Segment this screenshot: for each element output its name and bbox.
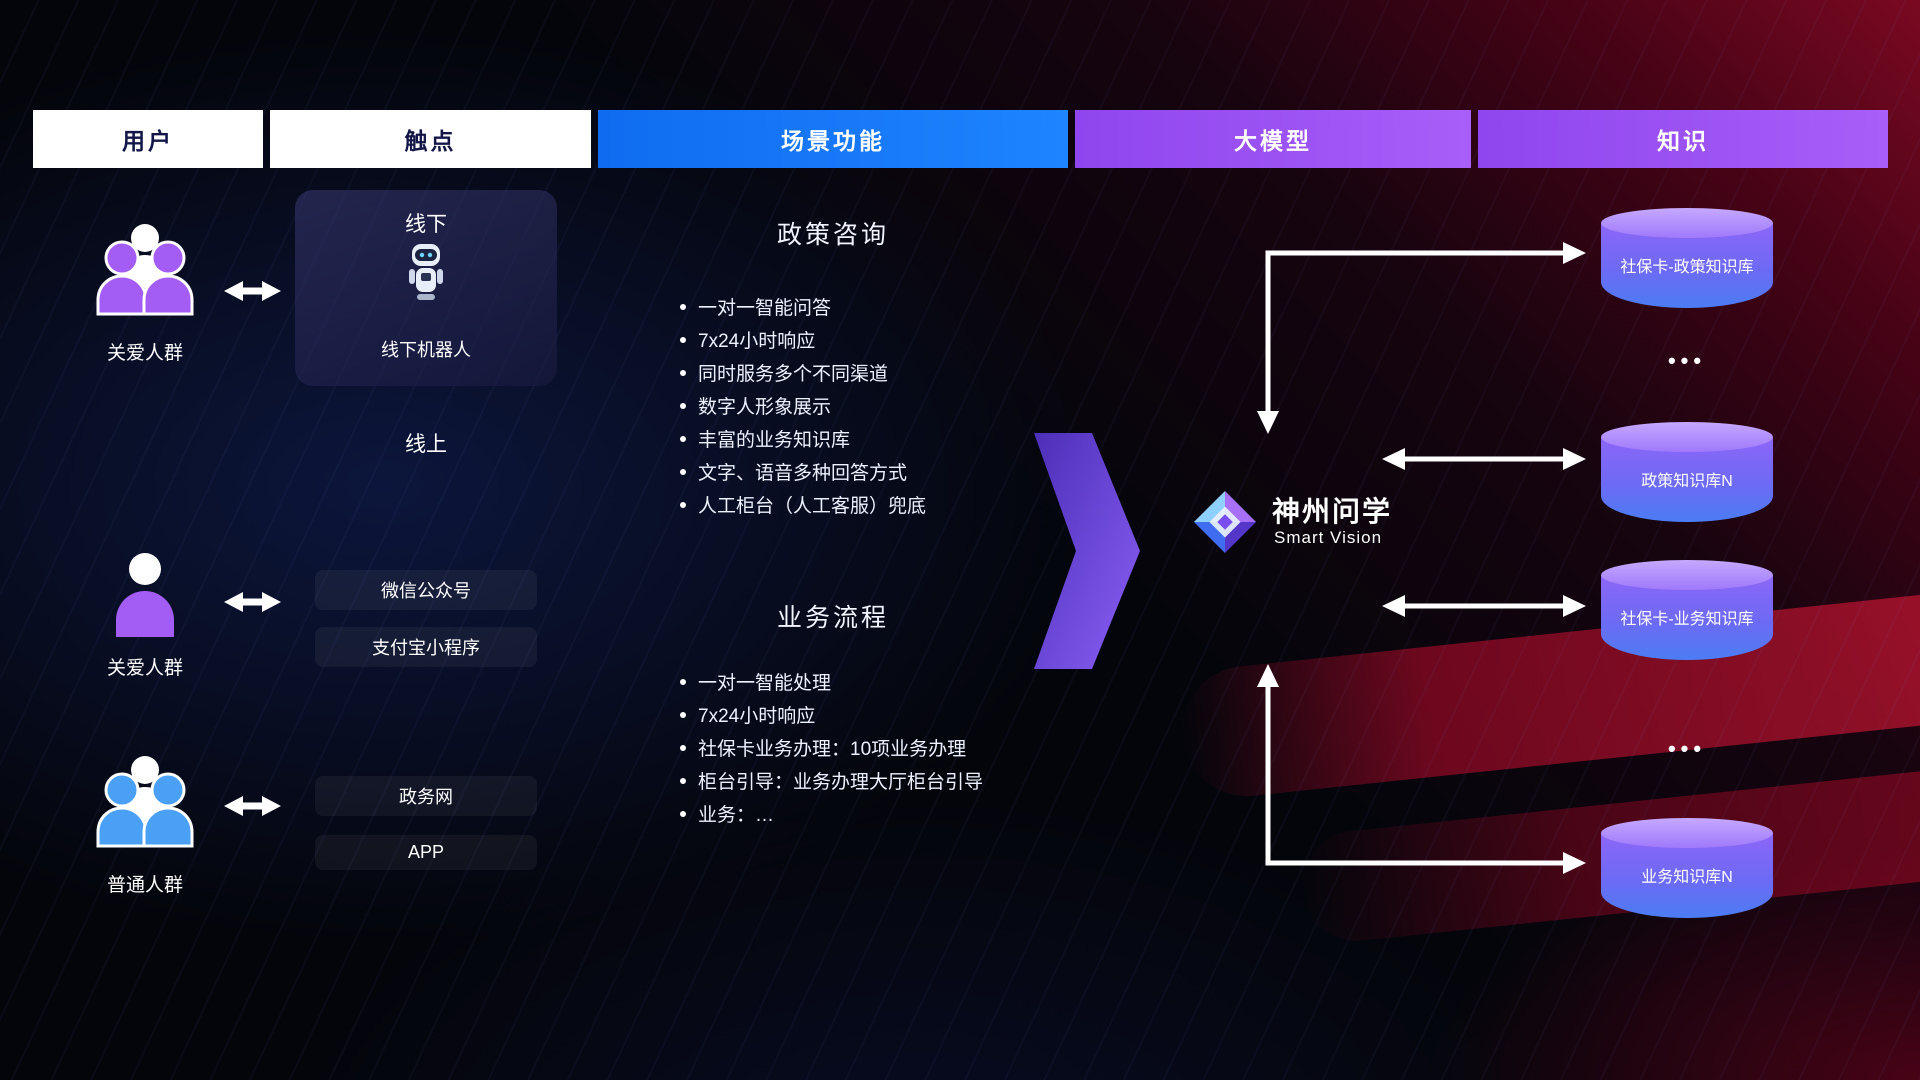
db-cylinder-business-n: 业务知识库N xyxy=(1601,818,1773,918)
user-group-label: 关爱人群 xyxy=(106,343,183,364)
touchpoint-item-govweb: 政务网 xyxy=(315,776,537,816)
bullet-dot xyxy=(680,369,686,376)
scenario-title-business: 业务流程 xyxy=(776,604,889,632)
db-cylinder-policy-socialcard: 社保卡-政策知识库 xyxy=(1601,208,1773,308)
db-cylinder-policy-n: 政策知识库N xyxy=(1601,422,1773,522)
bullet-dot xyxy=(680,744,686,751)
bullet-item: 人工柜台（人工客服）兜底 xyxy=(680,488,1110,521)
bullet-dot xyxy=(680,711,686,718)
policy-bullet-list: 一对一智能问答 7x24小时响应 同时服务多个不同渠道 数字人形象展示 丰富的业… xyxy=(680,290,1110,521)
cylinder-top xyxy=(1601,818,1773,848)
bullet-dot xyxy=(680,303,686,310)
header-label: 知识 xyxy=(1657,128,1709,154)
bullet-item: 一对一智能问答 xyxy=(680,290,1110,323)
bullet-item: 社保卡业务办理：10项业务办理 xyxy=(680,731,1110,764)
bullet-item: 数字人形象展示 xyxy=(680,389,1110,422)
bullet-dot xyxy=(680,402,686,409)
header-label: 大模型 xyxy=(1234,128,1312,154)
bullet-item: 丰富的业务知识库 xyxy=(680,422,1110,455)
robot-icon-wrap xyxy=(295,242,557,304)
bullet-item: 同时服务多个不同渠道 xyxy=(680,356,1110,389)
header-label: 触点 xyxy=(404,128,457,154)
bg-red-streak-1 xyxy=(1175,587,1920,803)
offline-title: 线下 xyxy=(405,213,447,236)
db-cylinder-business-socialcard: 社保卡-业务知识库 xyxy=(1601,560,1773,660)
single-user-purple-icon xyxy=(116,553,174,637)
bullet-dot xyxy=(680,336,686,343)
db-label: 社保卡-政策知识库 xyxy=(1620,258,1754,276)
cylinder-top xyxy=(1601,560,1773,590)
bullet-dot xyxy=(680,810,686,817)
bullet-dot xyxy=(680,468,686,475)
bullet-dot xyxy=(680,435,686,442)
more-databases-ellipsis: ••• xyxy=(1667,736,1707,761)
touchpoint-item-wechat: 微信公众号 xyxy=(315,570,537,610)
header-cell-scenarios: 场景功能 xyxy=(598,110,1068,168)
bullet-item: 7x24小时响应 xyxy=(680,698,1110,731)
db-label: 业务知识库N xyxy=(1641,868,1733,886)
user-touchpoint-arrow-2 xyxy=(224,592,281,612)
user-group-label: 普通人群 xyxy=(106,875,183,896)
bullet-dot xyxy=(680,501,686,508)
elbow-arrow-top-db xyxy=(1257,242,1586,434)
flow-arrow-icon xyxy=(1034,433,1140,669)
online-title: 线上 xyxy=(405,433,447,456)
cylinder-top xyxy=(1601,422,1773,452)
touchpoint-item-alipay: 支付宝小程序 xyxy=(315,627,537,667)
bullet-item: 文字、语音多种回答方式 xyxy=(680,455,1110,488)
db-label: 政策知识库N xyxy=(1641,472,1733,490)
group-users-purple-icon xyxy=(96,224,194,316)
offline-touchpoint-card: 线下 线下机器人 xyxy=(295,190,557,386)
touchpoint-item-app: APP xyxy=(315,835,537,870)
robot-icon xyxy=(409,244,443,300)
business-bullet-list: 一对一智能处理 7x24小时响应 社保卡业务办理：10项业务办理 柜台引导：业务… xyxy=(680,665,1110,830)
cylinder-top xyxy=(1601,208,1773,238)
double-arrow-db-3 xyxy=(1382,595,1586,617)
header-cell-model: 大模型 xyxy=(1075,110,1471,168)
more-databases-ellipsis: ••• xyxy=(1667,348,1707,373)
double-arrow-db-2 xyxy=(1382,448,1586,470)
bullet-item: 7x24小时响应 xyxy=(680,323,1110,356)
robot-label: 线下机器人 xyxy=(381,340,471,360)
user-touchpoint-arrow-1 xyxy=(224,281,281,301)
header-cell-touchpoints: 触点 xyxy=(270,110,591,168)
header-label: 场景功能 xyxy=(781,128,885,154)
user-touchpoint-arrow-3 xyxy=(224,796,281,816)
bullet-dot xyxy=(680,777,686,784)
user-group-label: 关爱人群 xyxy=(106,658,183,679)
bullet-dot xyxy=(680,678,686,685)
header-cell-knowledge: 知识 xyxy=(1478,110,1888,168)
bullet-item: 业务：… xyxy=(680,797,1110,830)
brand-subtitle: Smart Vision xyxy=(1274,528,1383,547)
group-users-blue-icon xyxy=(96,756,194,848)
header-cell-users: 用户 xyxy=(33,110,263,168)
bullet-item: 一对一智能处理 xyxy=(680,665,1110,698)
scenario-title-policy: 政策咨询 xyxy=(776,221,889,249)
bullet-item: 柜台引导：业务办理大厅柜台引导 xyxy=(680,764,1110,797)
brand-name: 神州问学 xyxy=(1272,496,1393,527)
brand-logo-icon xyxy=(1193,490,1257,554)
header-label: 用户 xyxy=(122,128,174,154)
db-label: 社保卡-业务知识库 xyxy=(1620,610,1754,628)
